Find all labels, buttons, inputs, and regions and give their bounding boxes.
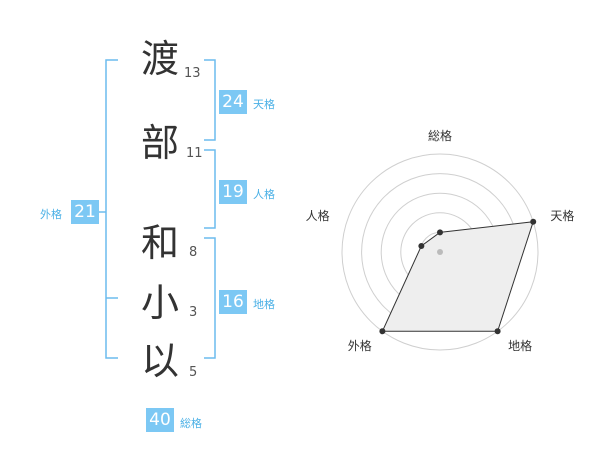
name-char-2: 部 (140, 121, 179, 165)
radar-axis-label-1: 総格 (428, 128, 452, 143)
radar-point-5 (418, 242, 425, 249)
chikaku-label: 地格 (253, 298, 275, 311)
stroke-count-5: 5 (189, 365, 198, 380)
radar-axis-label-5: 人格 (306, 208, 330, 223)
radar-axis-label-3: 地格 (508, 338, 532, 353)
jinkaku-label: 人格 (253, 188, 275, 201)
name-char-3: 和 (140, 221, 179, 265)
radar-point-3 (494, 328, 501, 335)
name-char-4: 小 (140, 281, 179, 325)
name-char-5: 以 (140, 339, 179, 383)
stroke-count-2: 11 (186, 146, 203, 161)
chikaku-value: 16 (219, 290, 247, 314)
tenkaku-bracket (204, 59, 216, 141)
tenkaku-value: 24 (219, 90, 247, 114)
soukaku-value: 40 (146, 408, 174, 432)
radar-axis-label-2: 天格 (550, 208, 574, 223)
stroke-count-3: 8 (189, 245, 198, 260)
jinkaku-bracket (204, 149, 216, 229)
gaikaku-value: 21 (71, 200, 99, 224)
radar-axis-label-4: 外格 (348, 338, 372, 353)
radar-point-4 (379, 328, 386, 335)
radar-ring-5 (341, 153, 539, 351)
soukaku-label: 総格 (180, 417, 202, 430)
gaikaku-label: 外格 (40, 208, 62, 221)
chikaku-bracket (204, 237, 216, 359)
radar-area (381, 221, 534, 332)
jinkaku-value: 19 (219, 180, 247, 204)
stroke-count-4: 3 (189, 305, 198, 320)
radar-center-dot (437, 249, 443, 255)
radar-point-2 (530, 218, 537, 225)
stroke-count-1: 13 (184, 66, 201, 81)
radar-point-1 (437, 229, 443, 236)
name-char-1: 渡 (140, 37, 179, 81)
tenkaku-label: 天格 (253, 98, 275, 111)
